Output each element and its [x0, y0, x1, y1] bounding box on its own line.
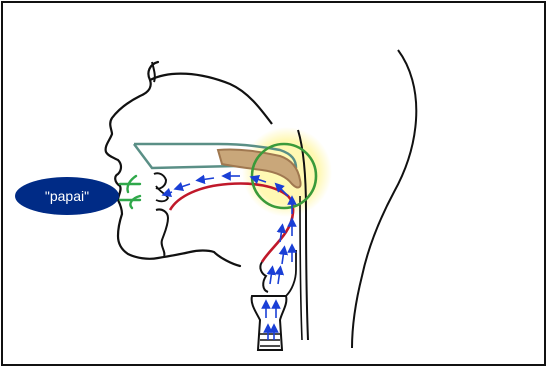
- neck-back-outline: [352, 50, 416, 348]
- skull-outline: [150, 74, 272, 124]
- speech-label: "papai": [15, 177, 119, 215]
- sound-wave-icon: [120, 176, 140, 208]
- lower-teeth: [156, 209, 168, 256]
- speech-label-text: "papai": [45, 188, 89, 204]
- arrow-icon: [200, 178, 214, 180]
- arrow-icon: [278, 270, 280, 284]
- larynx-side: [286, 250, 296, 296]
- arrow-icon: [270, 270, 272, 284]
- pharynx-back-wall-inner: [300, 196, 302, 340]
- arrow-icon: [166, 192, 172, 194]
- larynx: [252, 296, 287, 350]
- face-profile-outline: [106, 62, 240, 266]
- arrow-icon: [282, 250, 284, 264]
- arrow-icon: [178, 184, 190, 188]
- trachea-rings: [260, 334, 280, 346]
- epiglottis: [260, 262, 268, 292]
